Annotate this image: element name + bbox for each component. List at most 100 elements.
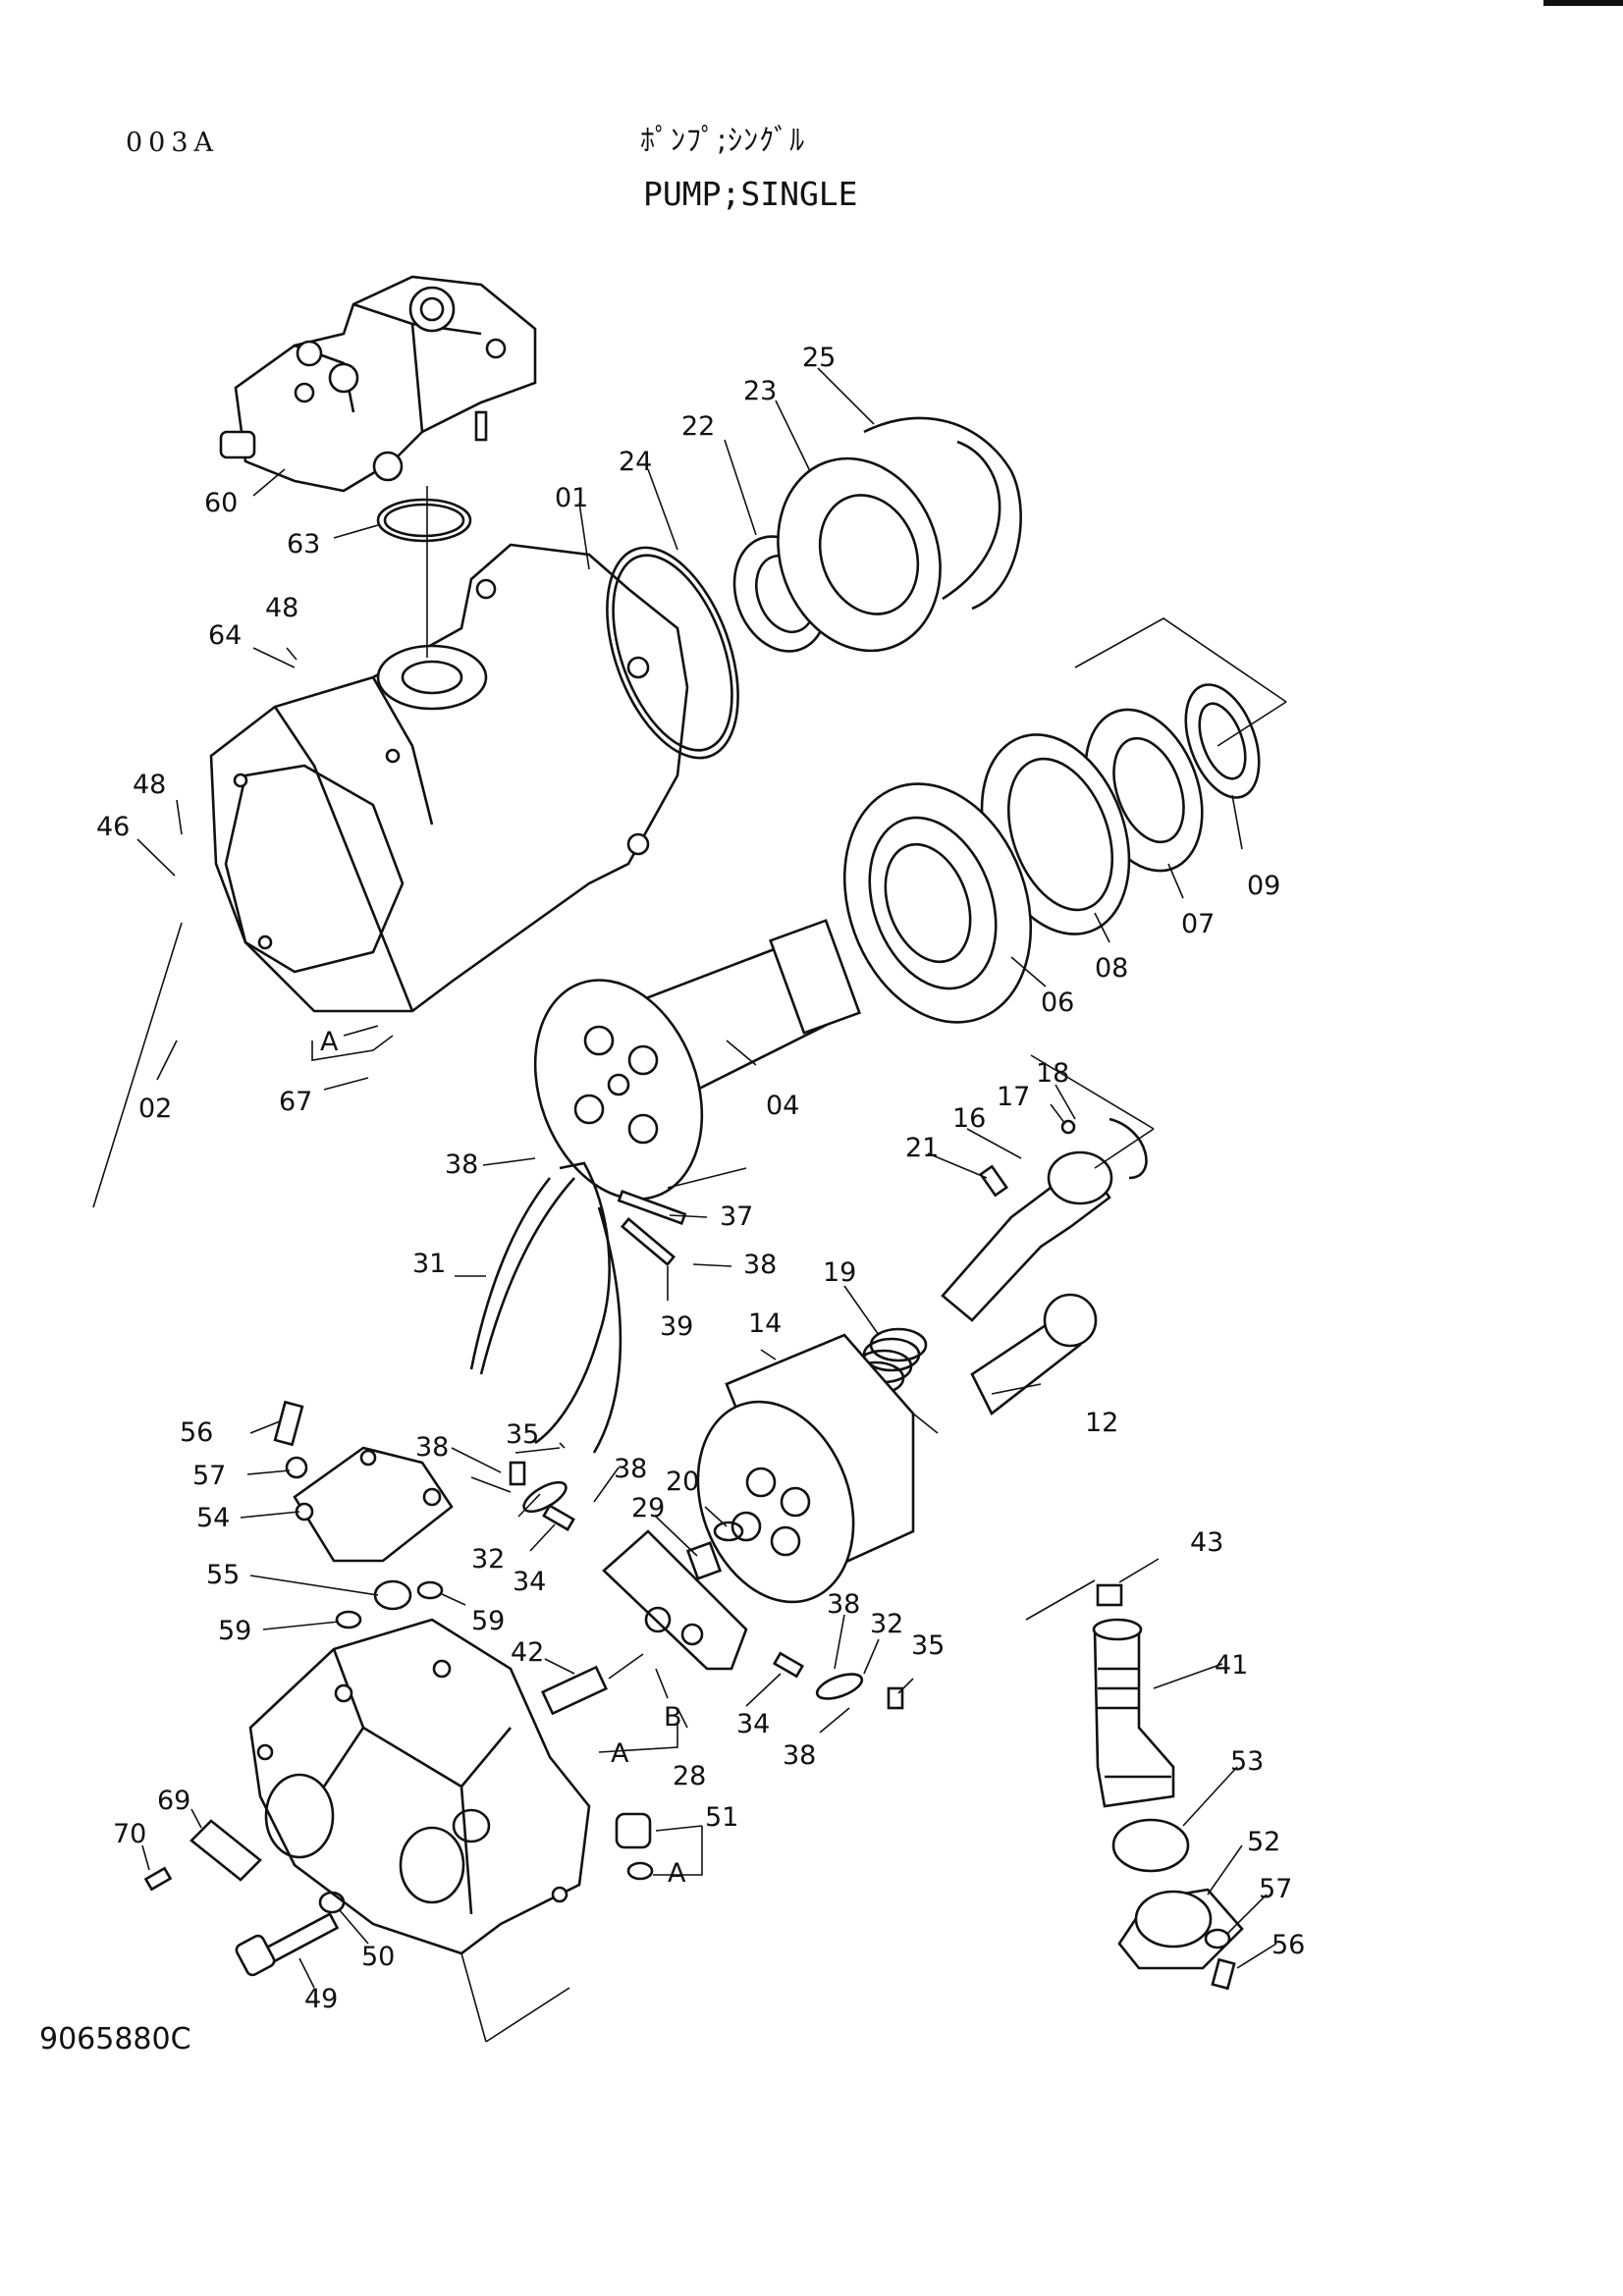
- part-70-screw: [143, 1866, 173, 1892]
- callout-A-2: A: [611, 1738, 629, 1769]
- drawing-number: 9065880C: [39, 2022, 191, 2056]
- part-34-pin: [542, 1504, 575, 1531]
- callout-43: 43: [1190, 1527, 1223, 1558]
- part-56-bolt-2: [1211, 1957, 1236, 1991]
- callout-39: 39: [660, 1311, 693, 1342]
- callout-42: 42: [511, 1637, 544, 1668]
- callout-02: 02: [138, 1094, 172, 1124]
- callout-57: 57: [192, 1461, 226, 1491]
- part-69-plate: [189, 1819, 262, 1882]
- callout-52: 52: [1247, 1827, 1280, 1857]
- part-51-plug: [615, 1812, 652, 1849]
- callout-38-3: 38: [415, 1432, 449, 1463]
- part-32-link: [509, 1461, 575, 1531]
- part-20-washer: [713, 1521, 744, 1542]
- callout-63: 63: [287, 529, 320, 560]
- callout-69: 69: [157, 1786, 190, 1816]
- callout-35: 35: [506, 1419, 539, 1450]
- callout-17: 17: [997, 1082, 1030, 1112]
- callout-22: 22: [681, 411, 715, 442]
- callout-06: 06: [1041, 988, 1074, 1018]
- callout-31: 31: [412, 1249, 446, 1279]
- callout-24: 24: [619, 447, 652, 477]
- callout-38-4: 38: [614, 1454, 647, 1484]
- part-21-pin: [978, 1164, 1009, 1198]
- callout-60: 60: [204, 488, 238, 518]
- callout-56-2: 56: [1271, 1930, 1305, 1960]
- callout-50: 50: [361, 1942, 395, 1972]
- part-56-bolt: [273, 1400, 304, 1447]
- part-23-cover: [777, 456, 942, 653]
- part-39-pin: [620, 1217, 676, 1266]
- part-53-o-ring: [1111, 1818, 1190, 1873]
- callout-53: 53: [1230, 1746, 1264, 1777]
- callout-46: 46: [96, 812, 130, 842]
- callout-16: 16: [952, 1103, 986, 1134]
- callout-04: 04: [766, 1091, 799, 1121]
- part-43-plug: [1096, 1583, 1123, 1607]
- callout-08: 08: [1095, 953, 1128, 984]
- part-60-regulator: [219, 275, 537, 493]
- callout-48: 48: [265, 593, 298, 623]
- callout-23: 23: [743, 376, 777, 406]
- part-32-link-2: [772, 1651, 904, 1710]
- callout-21: 21: [905, 1133, 939, 1163]
- callout-12: 12: [1085, 1408, 1118, 1438]
- callout-34-2: 34: [736, 1709, 770, 1739]
- callout-B: B: [664, 1702, 682, 1733]
- part-35-pin: [509, 1461, 526, 1486]
- callout-A-3: A: [668, 1858, 686, 1889]
- callout-57-2: 57: [1259, 1874, 1292, 1904]
- part-09-nut: [1184, 683, 1261, 799]
- callout-25: 25: [802, 343, 836, 373]
- callout-09: 09: [1247, 871, 1280, 901]
- callout-59: 59: [218, 1616, 251, 1646]
- callout-01: 01: [555, 483, 588, 513]
- callout-48-2: 48: [133, 770, 166, 800]
- part-41-servo-piston: [1092, 1618, 1175, 1808]
- part-59-o-ring-2: [416, 1580, 444, 1600]
- callout-67: 67: [279, 1087, 312, 1117]
- part-01-housing: [209, 543, 689, 1013]
- callout-35-2: 35: [911, 1630, 945, 1661]
- callout-19: 19: [823, 1257, 856, 1288]
- leader-lines: [136, 367, 1277, 1989]
- callout-64: 64: [208, 620, 242, 651]
- callout-32: 32: [471, 1544, 505, 1575]
- callout-20: 20: [666, 1467, 699, 1497]
- part-31-yoke: [469, 1161, 622, 1454]
- title-english: PUMP;SINGLE: [643, 175, 858, 213]
- callout-labels: 60 63 01 24 22 23 25 64 48 48 46 02 A 67…: [96, 343, 1305, 2014]
- callout-55: 55: [206, 1560, 240, 1590]
- callout-51: 51: [705, 1802, 738, 1833]
- callout-28: 28: [673, 1761, 706, 1791]
- callout-38-6: 38: [783, 1740, 816, 1771]
- part-14-cylinder-block: [696, 1333, 915, 1604]
- part-28-valve-plate: [602, 1521, 748, 1671]
- callout-54: 54: [196, 1503, 230, 1533]
- part-16-center-shaft: [941, 1150, 1113, 1322]
- assembly-guide-lines: [92, 486, 1287, 2043]
- part-63-o-ring: [376, 498, 472, 543]
- part-54-cover: [293, 1446, 454, 1563]
- part-lower-housing: [248, 1618, 591, 1955]
- part-42-pin: [541, 1665, 608, 1716]
- corner-mark: [1543, 0, 1623, 6]
- callout-70: 70: [113, 1819, 146, 1849]
- part-24-o-ring: [606, 546, 739, 760]
- title-japanese: ﾎﾟﾝﾌﾟ;ｼﾝｸﾞﾙ: [640, 124, 806, 158]
- callout-18: 18: [1036, 1058, 1069, 1089]
- sheet-code: 003A: [126, 128, 220, 158]
- callout-38-2: 38: [743, 1250, 777, 1280]
- part-06-bearing: [842, 782, 1033, 1024]
- part-55-o-ring: [373, 1579, 412, 1611]
- part-51-o-ring: [626, 1861, 654, 1881]
- callout-34: 34: [513, 1567, 546, 1597]
- callout-38: 38: [445, 1149, 478, 1180]
- callout-29: 29: [631, 1493, 665, 1523]
- callout-07: 07: [1181, 909, 1215, 939]
- callout-41: 41: [1215, 1650, 1248, 1681]
- part-18-snap-ring: [1109, 1117, 1148, 1180]
